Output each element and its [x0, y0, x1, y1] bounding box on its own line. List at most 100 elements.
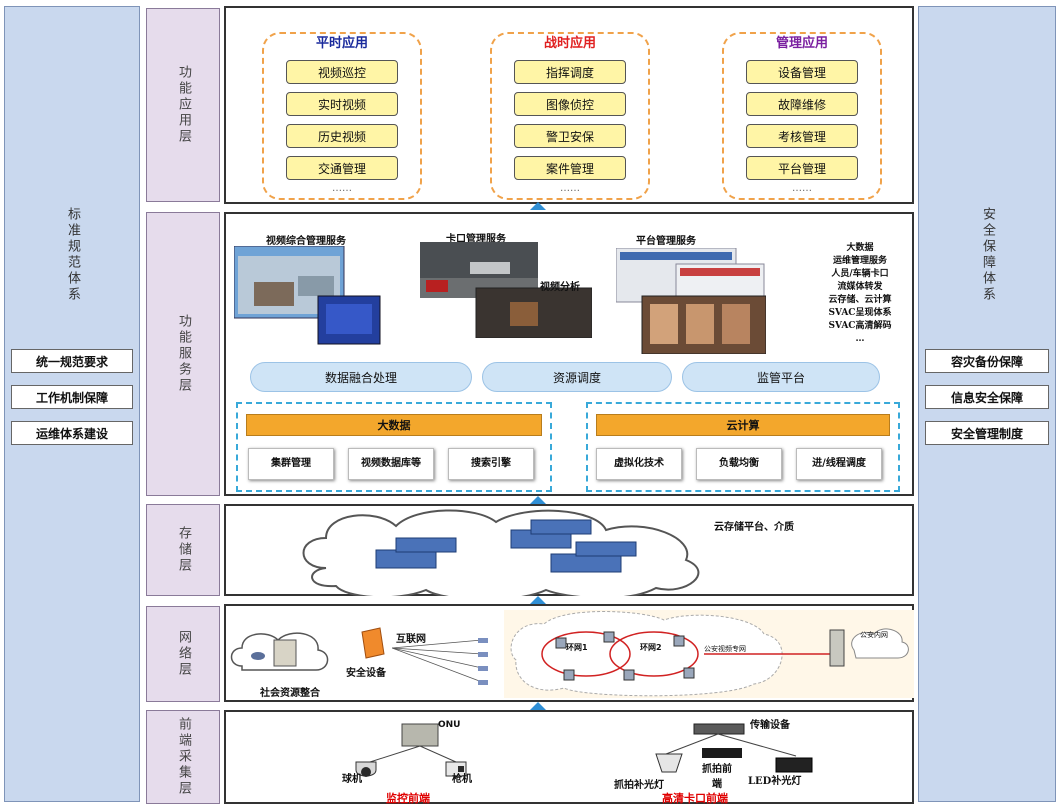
unified-spec-box: 统一规范要求 [11, 349, 133, 373]
load-balance-item: 负载均衡 [696, 448, 782, 480]
info-security-box: 信息安全保障 [925, 385, 1049, 409]
daily-app-title: 平时应用 [315, 36, 368, 51]
layer-label-network: 网络层 [146, 606, 220, 702]
front-layer-box: ONU 球机 枪机 监控前端 传输设备 抓拍前端 抓拍补光灯 LED补光灯 高清… [224, 710, 914, 805]
layer-label-storage: 存储层 [146, 504, 220, 596]
app-item-assess: 考核管理 [746, 124, 858, 148]
layer-label-app-text: 功能应用层 [176, 65, 191, 145]
bigdata-title: 大数据 [246, 414, 542, 436]
video-mgmt-service-title: 视频综合管理服务 [266, 236, 346, 247]
arrow-up-icon [530, 496, 546, 504]
cloud-group: 云计算 虚拟化技术 负载均衡 进/线程调度 [586, 402, 900, 492]
app-item-traffic: 交通管理 [286, 156, 398, 180]
thread-schedule-item: 进/线程调度 [796, 448, 882, 480]
app-item-live-video: 实时视频 [286, 92, 398, 116]
wartime-app-group: 战时应用 指挥调度 图像侦控 警卫安保 案件管理 …… [490, 32, 650, 200]
bigdata-group: 大数据 集群管理 视频数据库等 搜索引擎 [236, 402, 552, 492]
cloud-title: 云计算 [596, 414, 890, 436]
layer-label-storage-text: 存储层 [176, 526, 191, 574]
app-item-history-video: 历史视频 [286, 124, 398, 148]
led-light-label: LED补光灯 [748, 776, 802, 787]
network-layer-box: 社会资源整合 安全设备 互联网 环网1 环网2 公安视频专网 公安内网 [224, 604, 914, 702]
app-layer-box: 平时应用 视频巡控 实时视频 历史视频 交通管理 …… 战时应用 指挥调度 图像… [224, 6, 914, 204]
security-policy-box: 安全管理制度 [925, 421, 1049, 445]
app-item-dispatch: 指挥调度 [514, 60, 626, 84]
layer-label-app: 功能应用层 [146, 8, 220, 202]
cloud-storage-caption: 云存储平台、介质 [714, 522, 794, 533]
checkpoint-service-title: 卡口管理服务 [446, 234, 506, 245]
layer-label-front: 前端采集层 [146, 710, 220, 804]
side-list-item: … [855, 334, 865, 344]
arrow-up-icon [530, 596, 546, 604]
storage-layer-box: 云存储平台、介质 [224, 504, 914, 596]
arrow-up-icon [530, 202, 546, 210]
side-list-item: SVAC高清解码 [828, 321, 892, 331]
app-item-repair: 故障维修 [746, 92, 858, 116]
ring2-label: 环网2 [640, 643, 662, 652]
capture-light-label: 抓拍补光灯 [614, 780, 664, 791]
app-item-image-detect: 图像侦控 [514, 92, 626, 116]
capture-front-label: 抓拍前端 [702, 764, 732, 790]
standards-system-title: 标准规范体系 [65, 207, 80, 303]
search-engine-item: 搜索引擎 [448, 448, 534, 480]
daily-app-group: 平时应用 视频巡控 实时视频 历史视频 交通管理 …… [262, 32, 422, 200]
video-mgmt-screens-image [234, 246, 381, 345]
checkpoint-devices-image [655, 723, 813, 773]
service-layer-box: 视频综合管理服务 卡口管理服务 平台管理服务 视频分析 大数据 运维管理服务 人… [224, 212, 914, 496]
firewall-icon [361, 627, 385, 659]
mgmt-app-group: 管理应用 设备管理 故障维修 考核管理 平台管理 …… [722, 32, 882, 200]
internet-caption: 互联网 [396, 634, 426, 645]
platform-service-title: 平台管理服务 [636, 236, 696, 247]
cluster-mgmt-item: 集群管理 [248, 448, 334, 480]
side-list-item: 人员/车辆卡口 [831, 269, 889, 279]
side-list-item: SVAC呈现体系 [828, 308, 892, 318]
social-cloud-image [230, 632, 329, 671]
side-list-item: 流媒体转发 [837, 282, 883, 292]
layer-label-network-text: 网络层 [176, 630, 191, 678]
police-intranet-label: 公安内网 [860, 631, 888, 639]
work-mechanism-box: 工作机制保障 [11, 385, 133, 409]
police-net-label: 公安视频专网 [704, 645, 746, 653]
ring1-label: 环网1 [566, 643, 588, 652]
cloud-storage-image [302, 509, 700, 596]
arrow-up-icon [530, 702, 546, 710]
service-side-list: 大数据 运维管理服务 人员/车辆卡口 流媒体转发 云存储、云计算 SVAC呈现体… [810, 242, 910, 346]
layer-label-service-text: 功能服务层 [176, 314, 191, 394]
hd-checkpoint-caption: 高清卡口前端 [662, 792, 728, 805]
mgmt-app-title: 管理应用 [775, 36, 828, 51]
mgmt-app-more: …… [792, 183, 812, 194]
virtualization-item: 虚拟化技术 [596, 448, 682, 480]
disaster-backup-box: 容灾备份保障 [925, 349, 1049, 373]
data-fusion-pill: 数据融合处理 [250, 362, 472, 392]
app-item-case: 案件管理 [514, 156, 626, 180]
network-links-image [392, 638, 488, 685]
wartime-app-title: 战时应用 [543, 36, 596, 51]
daily-app-more: …… [332, 183, 352, 194]
app-item-video-patrol: 视频巡控 [286, 60, 398, 84]
platform-screens-image [616, 248, 766, 354]
side-list-item: 运维管理服务 [832, 256, 887, 266]
dome-camera-label: 球机 [342, 774, 362, 785]
video-db-item: 视频数据库等 [348, 448, 434, 480]
layer-label-front-text: 前端采集层 [176, 717, 191, 797]
app-item-device: 设备管理 [746, 60, 858, 84]
ops-system-box: 运维体系建设 [11, 421, 133, 445]
supervision-platform-pill: 监管平台 [682, 362, 880, 392]
transmission-label: 传输设备 [750, 720, 790, 731]
checkpoint-photos-image [420, 242, 592, 338]
security-system-column: 安全保障体系 容灾备份保障 信息安全保障 安全管理制度 [918, 6, 1056, 802]
police-video-network-image [504, 610, 914, 698]
security-device-caption: 安全设备 [346, 668, 386, 679]
gun-camera-label: 枪机 [452, 774, 472, 785]
monitor-front-caption: 监控前端 [386, 792, 430, 805]
wartime-app-more: …… [560, 183, 580, 194]
video-analysis-caption: 视频分析 [540, 282, 580, 293]
standards-system-column: 标准规范体系 统一规范要求 工作机制保障 运维体系建设 [4, 6, 140, 802]
social-resource-caption: 社会资源整合 [260, 688, 320, 699]
resource-schedule-pill: 资源调度 [482, 362, 672, 392]
onu-label: ONU [438, 720, 461, 730]
app-item-security: 警卫安保 [514, 124, 626, 148]
app-item-platform: 平台管理 [746, 156, 858, 180]
monitor-devices-image [355, 723, 467, 777]
layer-label-service: 功能服务层 [146, 212, 220, 496]
